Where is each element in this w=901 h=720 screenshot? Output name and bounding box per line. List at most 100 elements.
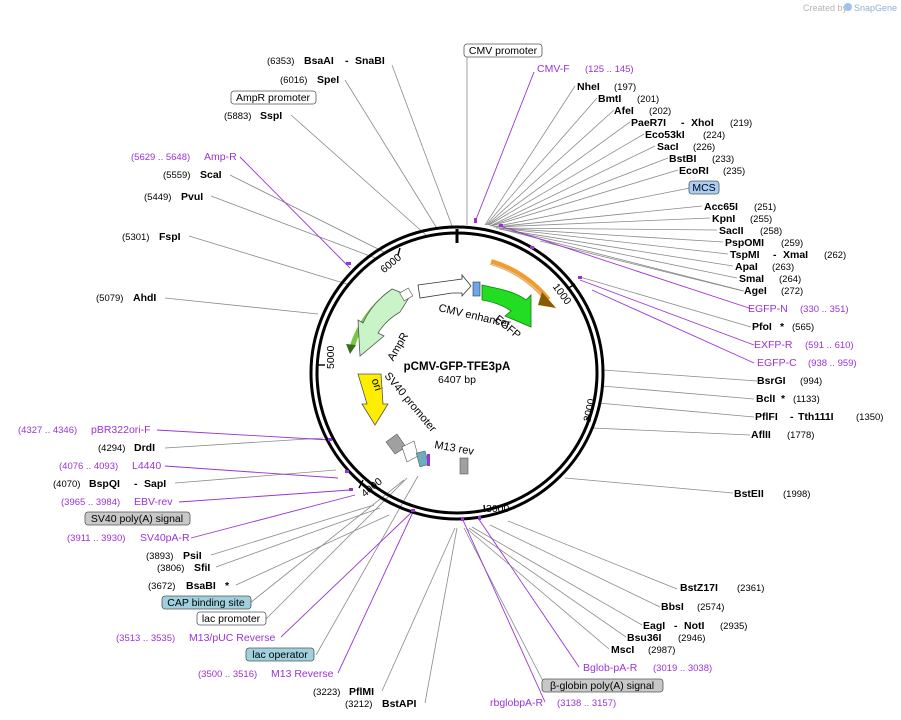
svg-text:(197): (197): [614, 82, 636, 93]
enzyme-fspi: (5301) FspI: [122, 231, 181, 243]
svg-text:-: -: [773, 249, 777, 261]
svg-text:SnaBI: SnaBI: [355, 55, 385, 67]
svg-text:(2987): (2987): [648, 645, 675, 656]
svg-text:(5079): (5079): [96, 293, 123, 304]
ori-arrow: [357, 373, 389, 426]
svg-text:BsaAI: BsaAI: [304, 55, 334, 67]
svg-text:(4070): (4070): [53, 479, 80, 490]
enzyme-pflfi-tth111i: PflFI - Tth111I (1350): [755, 411, 883, 423]
svg-text:SacII: SacII: [719, 225, 744, 237]
enzyme-bbsi: BbsI (2574): [661, 601, 724, 613]
enzyme-psii: (3893) PsiI: [146, 550, 202, 562]
backbone-inner: [315, 231, 599, 515]
svg-text:CAP binding site: CAP binding site: [167, 597, 245, 609]
orange-arrow-head: [538, 292, 556, 308]
svg-text:EagI: EagI: [643, 620, 665, 632]
svg-text:PfoI: PfoI: [752, 321, 772, 333]
svg-text:Bglob-pA-R: Bglob-pA-R: [583, 662, 638, 674]
enzyme-bstbi: BstBI (233): [669, 153, 734, 165]
svg-text:TspMI: TspMI: [730, 249, 760, 261]
enzyme-bcli: BclI * (1133): [756, 393, 820, 405]
egfp-arrow: [481, 284, 532, 328]
svg-text:PflMI: PflMI: [349, 686, 374, 698]
svg-text:BsrGI: BsrGI: [757, 375, 786, 387]
svg-text:(2574): (2574): [697, 602, 724, 613]
enzyme-afei: AfeI (202): [614, 105, 671, 117]
primer-bglob-pa-r: Bglob-pA-R (3019 .. 3038): [583, 662, 712, 674]
enzyme-sacii: SacII (258): [719, 225, 782, 237]
svg-text:AfeI: AfeI: [614, 105, 634, 117]
primer-marks: [328, 218, 582, 521]
svg-text:L4440: L4440: [132, 460, 161, 472]
feature-box-lac-promoter: lac promoter: [196, 611, 267, 626]
svg-text:β-globin poly(A) signal: β-globin poly(A) signal: [550, 680, 654, 692]
svg-text:(5559): (5559): [163, 170, 190, 181]
svg-text:SV40pA-R: SV40pA-R: [140, 532, 190, 544]
svg-text:AhdI: AhdI: [133, 292, 156, 304]
enzyme-pspomi: PspOMI (259): [725, 237, 803, 249]
svg-text:(201): (201): [637, 94, 659, 105]
feature-box-mcs: MCS: [688, 180, 720, 195]
svg-text:AgeI: AgeI: [744, 285, 767, 297]
svg-text:MscI: MscI: [611, 644, 634, 656]
enzyme-eagi-noti: EagI - NotI (2935): [643, 620, 747, 632]
credit-brand: SnapGene: [854, 3, 897, 13]
enzyme-spei: (6016) SpeI: [280, 74, 339, 86]
svg-text:PspOMI: PspOMI: [725, 237, 764, 249]
svg-text:(4327 .. 4346): (4327 .. 4346): [18, 425, 77, 436]
svg-text:BbsI: BbsI: [661, 601, 684, 613]
svg-text:(994): (994): [800, 376, 822, 387]
svg-text:EXFP-R: EXFP-R: [754, 339, 793, 351]
enzyme-bsrgi: BsrGI (994): [757, 375, 822, 387]
enzyme-bsaai-snabi: (6353) BsaAI - SnaBI: [267, 55, 385, 67]
enzyme-pfoi: PfoI * (565): [752, 321, 814, 333]
plasmid-name: pCMV-GFP-TFE3pA: [404, 361, 511, 373]
svg-text:(330 .. 351): (330 .. 351): [800, 304, 849, 315]
svg-text:CMV-F: CMV-F: [537, 63, 570, 75]
svg-text:(3513 .. 3535): (3513 .. 3535): [116, 633, 175, 644]
enzyme-saci: SacI (226): [657, 141, 715, 153]
svg-text:KpnI: KpnI: [712, 213, 735, 225]
sv40-polya-block: [385, 433, 407, 455]
svg-text:Acc65I: Acc65I: [704, 201, 738, 213]
svg-text:(938 .. 959): (938 .. 959): [808, 358, 857, 369]
enzyme-sfii: (3806) SfiI: [157, 562, 210, 574]
svg-text:PflFI: PflFI: [755, 411, 778, 423]
enzyme-msci: MscI (2987): [611, 644, 675, 656]
mcs-block: [472, 281, 481, 297]
svg-text:DrdI: DrdI: [134, 442, 155, 454]
lac-operator-block: [415, 450, 430, 468]
svg-text:(219): (219): [730, 118, 752, 129]
svg-text:rbglobpA-R: rbglobpA-R: [490, 697, 544, 709]
svg-text:Bsu36I: Bsu36I: [627, 632, 662, 644]
svg-text:NheI: NheI: [577, 81, 600, 93]
svg-text:CMV promoter: CMV promoter: [469, 45, 538, 57]
svg-text:FspI: FspI: [159, 231, 181, 243]
svg-text:BstEII: BstEII: [734, 488, 764, 500]
svg-text:(263): (263): [772, 262, 794, 273]
enzyme-bspqi-sapi: (4070) BspQI - SapI: [53, 478, 166, 490]
svg-text:SV40 poly(A) signal: SV40 poly(A) signal: [91, 513, 183, 525]
svg-text:(125 .. 145): (125 .. 145): [585, 64, 634, 75]
enzyme-paer7i-xhoi: PaeR7I - XhoI (219): [631, 117, 752, 129]
svg-text:(1998): (1998): [783, 489, 810, 500]
svg-text:SfiI: SfiI: [194, 562, 210, 574]
svg-text:PvuI: PvuI: [181, 191, 203, 203]
svg-text:*: *: [225, 580, 230, 592]
svg-text:lac promoter: lac promoter: [202, 613, 261, 625]
feature-box-cmv-promoter: CMV promoter: [463, 43, 543, 58]
svg-text:(235): (235): [723, 166, 745, 177]
enzyme-pflmi: (3223) PflMI: [313, 686, 374, 698]
feature-box-sv40-polya: SV40 poly(A) signal: [84, 511, 191, 526]
svg-text:SspI: SspI: [260, 110, 282, 122]
enzyme-drdi: (4294) DrdI: [98, 442, 155, 454]
svg-text:Amp-R: Amp-R: [204, 151, 237, 163]
primer-m13-reverse: (3500 .. 3516) M13 Reverse: [198, 668, 334, 680]
svg-text:ApaI: ApaI: [735, 261, 758, 273]
enzyme-bstz17i: BstZ17I (2361): [680, 582, 764, 594]
tick-marks: [317, 247, 593, 513]
svg-text:(5883): (5883): [224, 111, 251, 122]
enzyme-tspmi-xmai: TspMI - XmaI (262): [730, 249, 846, 261]
svg-text:BstBI: BstBI: [669, 153, 697, 165]
enzyme-acc65i: Acc65I (251): [704, 201, 776, 213]
